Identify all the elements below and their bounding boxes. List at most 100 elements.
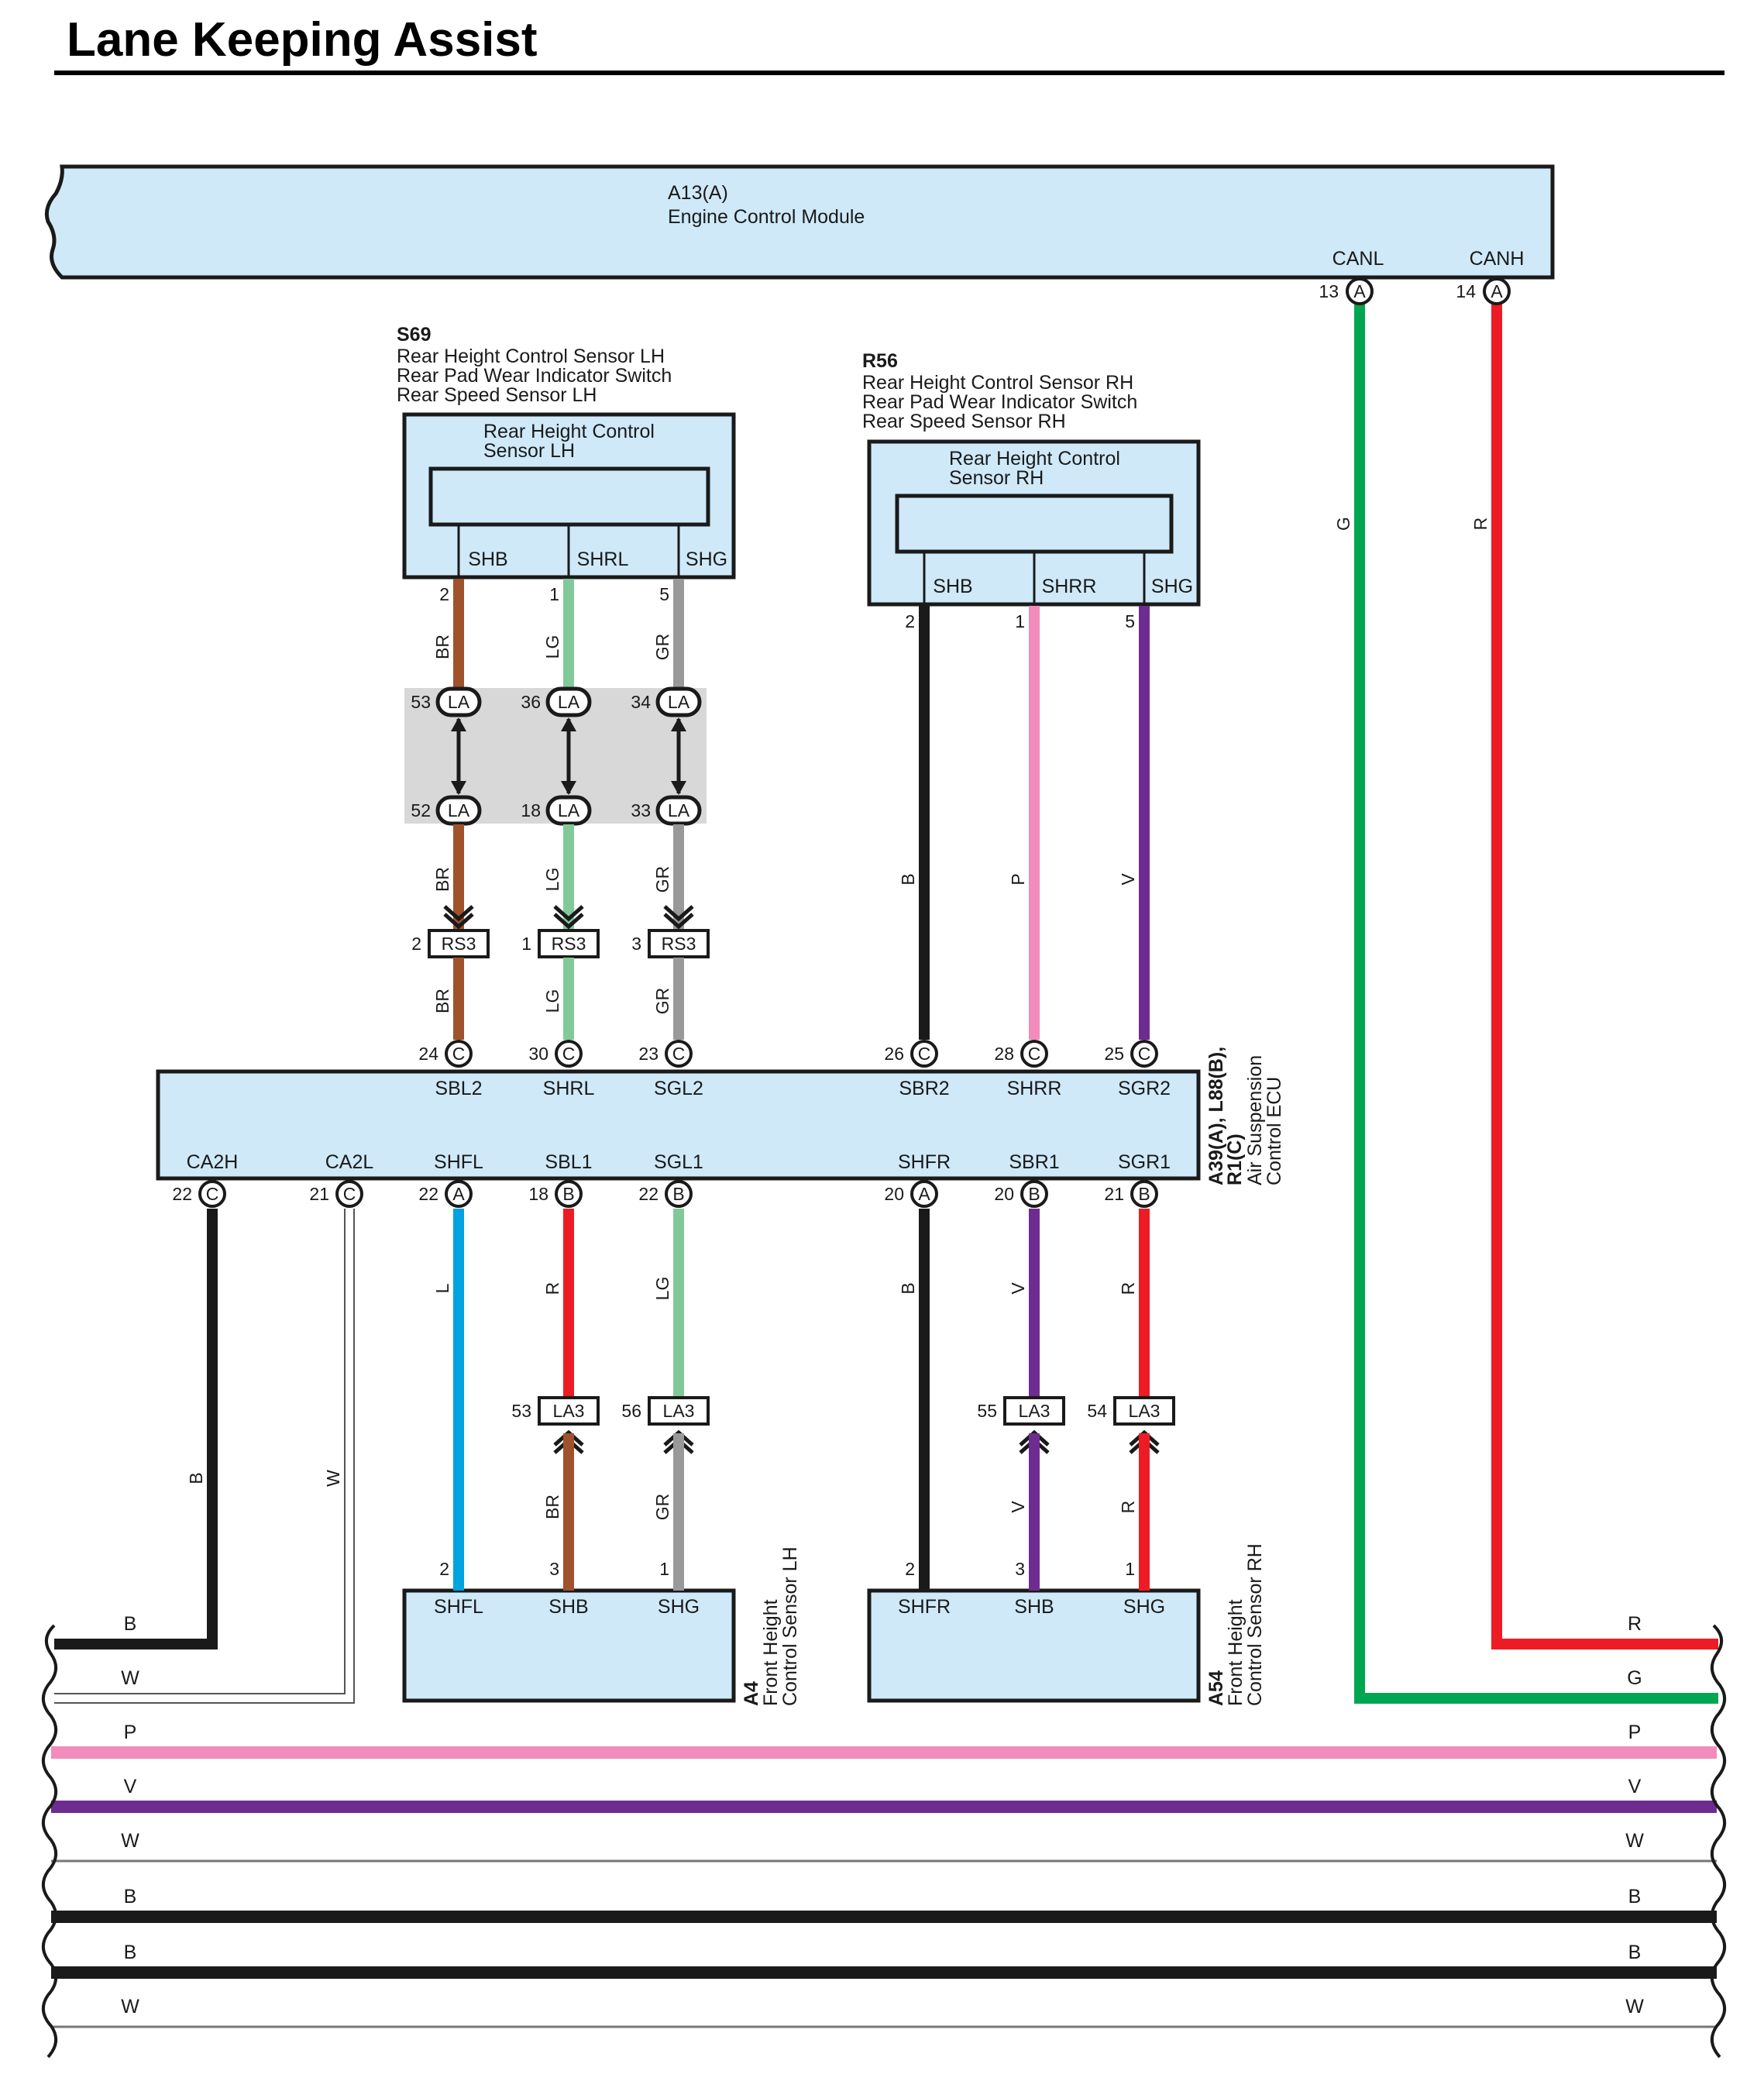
bus-label-left: V	[124, 1776, 137, 1797]
s69-code: S69	[397, 324, 431, 346]
s69-inner-title: Rear Height Control	[483, 421, 655, 442]
ecu-bottom-connector-num: 20	[884, 1184, 904, 1204]
ecu-top-pin-label: SHRR	[1007, 1078, 1062, 1099]
connector-ecm-13	[1346, 277, 1374, 305]
ecu-bottom-connector-num: 21	[309, 1184, 329, 1204]
ecu-top-connector-num: 26	[884, 1044, 904, 1064]
la-connector-top-label: LA	[448, 692, 470, 712]
la3-connector	[1003, 1396, 1065, 1426]
r56-line: Rear Height Control Sensor RH	[862, 372, 1133, 394]
a4-pin-num: 1	[659, 1559, 669, 1579]
rs3-connector-num: 2	[411, 934, 421, 954]
bus-label-right: P	[1628, 1722, 1642, 1743]
wire-color-label: R	[1118, 1501, 1138, 1514]
bus-label-right: R	[1628, 1613, 1642, 1635]
ecu-bottom-connector	[198, 1180, 226, 1208]
wire-color-label: GR	[652, 988, 672, 1015]
ecu-bottom-connector-letter: A	[452, 1184, 465, 1204]
ecu-top-connector	[1020, 1040, 1048, 1068]
rs3-connector	[648, 929, 710, 958]
rs3-connector-num: 3	[631, 934, 641, 954]
wire-color-label: LG	[542, 635, 562, 659]
ecu-bottom-connector-num: 21	[1104, 1184, 1124, 1204]
s69-inner-title: Sensor LH	[483, 440, 575, 462]
ecu-bottom-pin-label: SGR1	[1118, 1151, 1171, 1173]
r56-sensor: R56 Rear Height Control Sensor RH Rear P…	[862, 350, 1201, 607]
s69-line: Rear Pad Wear Indicator Switch	[397, 365, 672, 387]
r56-pin-label: SHRR	[1042, 576, 1097, 597]
a54-sensor: A54 Front Height Control Sensor RH	[867, 1543, 1266, 1706]
la-arrow-down	[451, 781, 466, 795]
r56-line: Rear Pad Wear Indicator Switch	[862, 391, 1137, 413]
ecu-bottom-pin-label: SHFR	[898, 1151, 951, 1173]
ecm-pin-canl: CANL	[1332, 248, 1384, 270]
la-arrow-up	[671, 717, 686, 731]
bus-label-right: W	[1625, 1996, 1644, 2017]
ecu-top-connector-letter: C	[452, 1044, 466, 1064]
ecu-bottom-connector-letter: C	[206, 1184, 219, 1204]
la-connector-top	[435, 686, 482, 717]
ecu-top-pin-label: SBR2	[899, 1078, 949, 1099]
a4-pin-label: SHB	[548, 1596, 588, 1618]
la-connector-bottom	[655, 795, 702, 826]
a54-pin-num: 3	[1015, 1559, 1025, 1579]
la-connector-bottom-num: 18	[521, 800, 541, 820]
a54-pin-num: 2	[905, 1559, 915, 1579]
bus-label-left: W	[121, 1996, 139, 2017]
la3-connector-num: 56	[621, 1401, 641, 1421]
wire-color-label: V	[1118, 873, 1138, 886]
s69-sensor: S69 Rear Height Control Sensor LH Rear P…	[397, 324, 736, 580]
wire-color-label: B	[898, 1282, 918, 1294]
ecu-top-connector	[1130, 1040, 1158, 1068]
ecu-bottom-pin-label: SBR1	[1009, 1151, 1059, 1173]
wire-color-label: G	[1333, 517, 1353, 531]
generated-wiring: 2BRLA53LA52BRRS32BR1LGLA36LA18LGRS31LG5G…	[51, 579, 1717, 2028]
bus-label-left: B	[124, 1886, 137, 1907]
la3-connector-label: LA3	[553, 1401, 585, 1421]
wire-canl-green	[1354, 304, 1718, 1704]
ecu-bottom-connector	[445, 1180, 473, 1208]
a4-name: Front Height	[760, 1599, 782, 1706]
ecu-bottom-connector-num: 22	[418, 1184, 438, 1204]
wire-color-label: R	[1118, 1282, 1138, 1295]
wire-color-label: LG	[652, 1277, 672, 1301]
la-connector-top-num: 53	[411, 692, 431, 712]
rs3-connector-label: RS3	[442, 934, 476, 954]
a54-code: A54	[1205, 1670, 1227, 1706]
ecu-top-connector-letter: C	[562, 1044, 576, 1064]
s69-line: Rear Height Control Sensor LH	[397, 346, 665, 367]
ecu-top-pin-label: SBL2	[435, 1078, 482, 1099]
chevron-up-icon-2	[663, 1429, 694, 1446]
la-connector-bottom-label: LA	[448, 800, 470, 820]
a54-pin-label: SHG	[1123, 1596, 1165, 1618]
ecm-module: A13(A) Engine Control Module CANL CANH	[44, 164, 1555, 280]
wire-color-label: V	[1008, 1501, 1028, 1513]
la-connector-top-num: 34	[631, 692, 651, 712]
la-connector-top-label: LA	[668, 692, 690, 712]
ecu-bottom-connector-num: 22	[638, 1184, 658, 1204]
pin-num: 13	[1319, 281, 1339, 301]
rs3-connector-label: RS3	[552, 934, 586, 954]
wire-color-label: GR	[652, 866, 672, 893]
conn-letter: A	[1353, 281, 1366, 301]
bus-label-right: G	[1627, 1667, 1642, 1689]
rs3-connector	[538, 929, 600, 958]
la3-connector	[1113, 1396, 1175, 1426]
r56-pin-label: SHG	[1151, 576, 1193, 597]
ecu-top-connector	[910, 1040, 938, 1068]
ecu-top-pin-label: SGL2	[654, 1078, 703, 1099]
r56-pin-label: SHB	[933, 576, 972, 597]
la3-connector	[648, 1396, 710, 1426]
la-connector-bottom-num: 33	[631, 800, 651, 820]
ecu-bottom-connector-letter: B	[562, 1184, 574, 1204]
a54-name: Front Height	[1225, 1599, 1246, 1706]
ecu-bottom-connector	[335, 1180, 363, 1208]
r56-pin-num: 2	[905, 611, 915, 631]
la-connector-bottom	[435, 795, 482, 826]
wire-color-label: BR	[432, 867, 452, 892]
la-connector-bottom	[545, 795, 592, 826]
s69-pin-label: SHG	[686, 549, 727, 570]
bus-label-right: B	[1628, 1942, 1642, 1963]
ecu-code: R1(C)	[1224, 1133, 1246, 1185]
la-connector-bottom-label: LA	[668, 800, 690, 820]
